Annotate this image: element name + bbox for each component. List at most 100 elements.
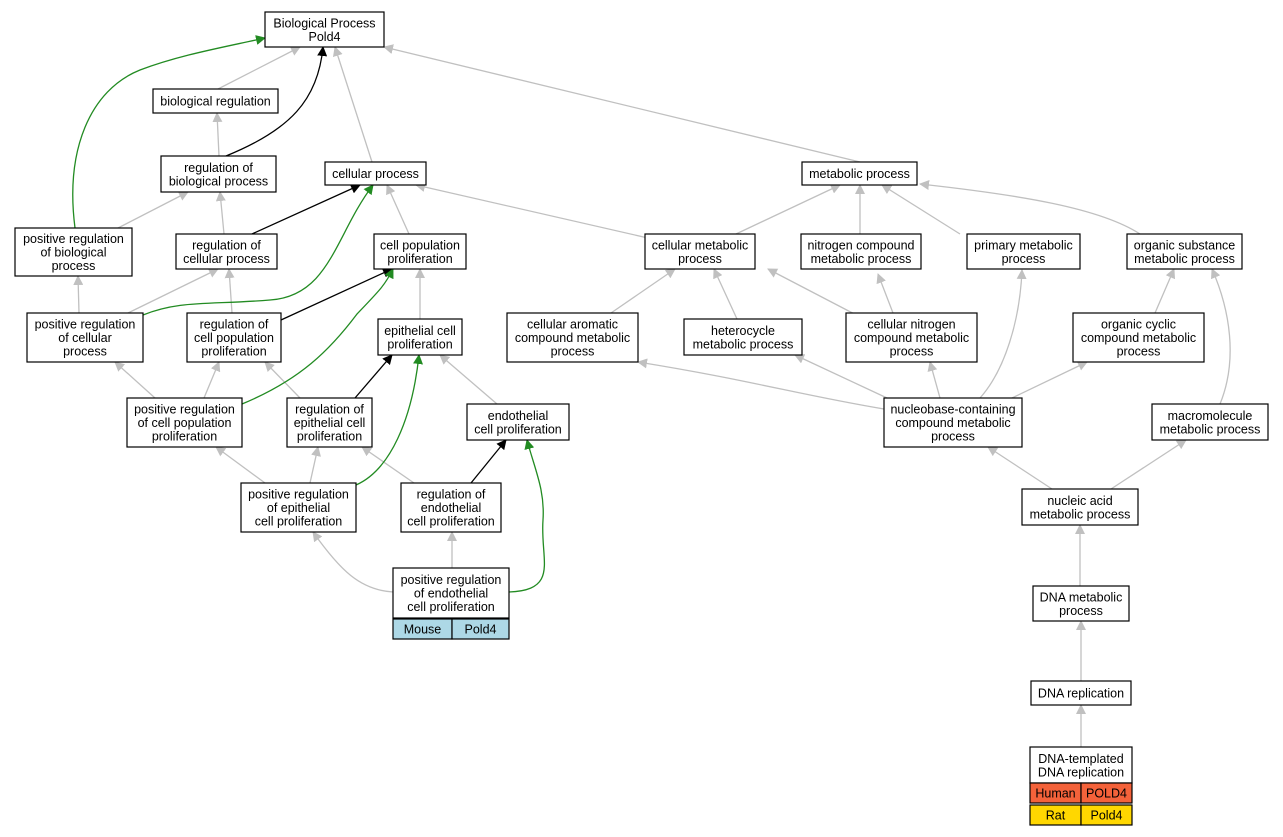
node-box (1021, 488, 1139, 526)
node-box (14, 227, 133, 277)
edge-arrow (215, 446, 266, 484)
annotation-cell-bg (1080, 804, 1133, 826)
annotation-cell-text: Human (1035, 787, 1075, 801)
node-box (377, 318, 463, 356)
node-label-line: cellular metabolic (652, 238, 749, 252)
node-label-line: positive regulation (401, 573, 502, 587)
node-label-line: of epithelial (267, 501, 330, 515)
edge-arrow (1154, 268, 1176, 314)
edge-arrow (610, 268, 676, 314)
node-label-line: process (551, 345, 595, 359)
node-label-line: biological regulation (160, 95, 271, 109)
node-box (1029, 746, 1133, 784)
node-label-line: regulation of (184, 161, 253, 175)
go-term-node-metproc[interactable]: metabolic process (801, 161, 918, 186)
node-label-line: DNA metabolic (1040, 590, 1123, 604)
node-box (801, 161, 918, 186)
node-label-line: endothelial (421, 501, 481, 515)
node-label-line: of biological (40, 246, 106, 260)
node-box (126, 397, 243, 448)
node-label-line: proliferation (387, 252, 452, 266)
node-box (175, 233, 278, 270)
node-label-line: process (63, 345, 107, 359)
node-box (373, 233, 467, 270)
node-label-line: of endothelial (414, 587, 488, 601)
node-label-line: cell proliferation (407, 600, 495, 614)
edge-arrow (1011, 361, 1088, 399)
node-label-line: DNA-templated (1038, 752, 1123, 766)
node-label-line: of cell population (138, 416, 232, 430)
annotation-species-cell: Rat (1029, 804, 1082, 826)
edge-arrow (979, 269, 1027, 399)
annotation-cell-text: POLD4 (1086, 787, 1127, 801)
edge-arrow (383, 44, 861, 163)
node-box (324, 161, 427, 186)
node-label-line: regulation of (417, 488, 486, 502)
edge-arrow (212, 112, 223, 157)
go-term-node-dnarep[interactable]: DNA replication (1030, 680, 1132, 706)
edge-arrow (225, 46, 328, 157)
edge-arrow (881, 184, 961, 235)
node-box (186, 312, 282, 363)
edge-arrow (241, 268, 394, 405)
edge-layer (72, 35, 1231, 747)
edge-arrow (415, 182, 649, 239)
node-label-line: proliferation (201, 345, 266, 359)
node-label-line: cell population (194, 331, 274, 345)
go-term-node-cellproc[interactable]: cellular process (324, 161, 427, 186)
go-term-node-bioreg[interactable]: biological regulation (152, 88, 279, 114)
edge-arrow (767, 268, 865, 320)
annotation-species-cell: Mouse (392, 618, 453, 640)
node-label-line: process (1002, 252, 1046, 266)
node-label-line: proliferation (297, 430, 362, 444)
node-label-line: process (931, 430, 975, 444)
node-label-line: cell population (380, 238, 460, 252)
node-box (392, 567, 510, 619)
node-box (400, 482, 502, 533)
node-label-line: nucleobase-containing (890, 403, 1015, 417)
node-label-line: cell proliferation (255, 515, 343, 529)
node-label-line: positive regulation (134, 403, 235, 417)
edge-arrow (114, 361, 156, 399)
node-label-line: epithelial cell (294, 416, 366, 430)
node-label-line: DNA replication (1038, 687, 1124, 701)
node-label-line: metabolic process (811, 252, 912, 266)
node-label-line: organic substance (1134, 238, 1236, 252)
node-label-line: nucleic acid (1047, 494, 1112, 508)
node-label-line: primary metabolic (974, 238, 1073, 252)
node-label-line: metabolic process (1160, 422, 1261, 436)
node-label-line: cellular aromatic (527, 318, 618, 332)
edge-arrow (876, 273, 894, 314)
edge-arrow (354, 354, 393, 399)
edge-arrow (637, 358, 885, 410)
